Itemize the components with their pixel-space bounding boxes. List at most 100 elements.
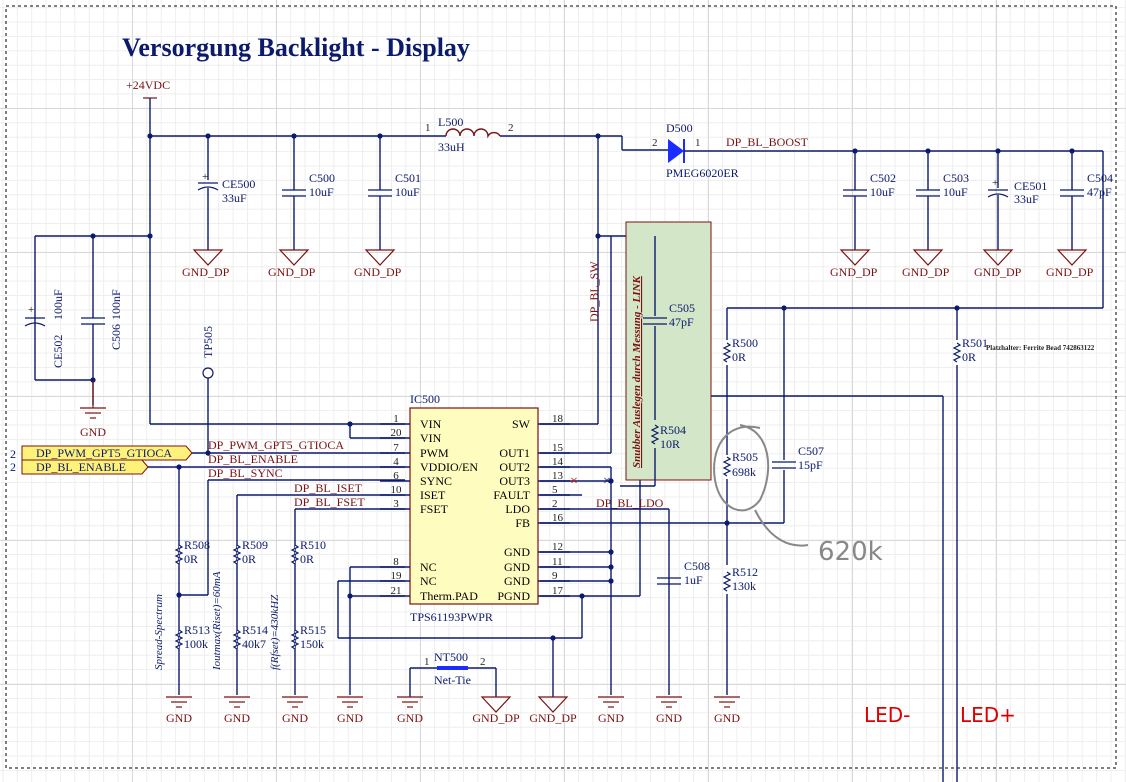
- svg-text:5: 5: [552, 484, 558, 496]
- resistor-r504[interactable]: R504 10R: [650, 423, 686, 451]
- svg-text:Platzhalter: Ferrite Bead 7428: Platzhalter: Ferrite Bead 742863122: [986, 344, 1095, 352]
- net-label-sync: DP_BL_SYNC: [208, 466, 283, 480]
- resistor-r514[interactable]: R514 40k7 Ioutmax(Riset)=60mA: [211, 571, 268, 671]
- gnd-symbol: GND: [656, 696, 682, 725]
- svg-text:C507: C507: [798, 444, 824, 458]
- port-pwm[interactable]: 2 DP_PWM_GPT5_GTIOCA: [10, 445, 193, 461]
- sheet-title: Versorgung Backlight - Display: [122, 33, 470, 62]
- svg-text:C506: C506: [109, 324, 123, 350]
- gnd-dp-symbol: GND_DP: [902, 249, 950, 279]
- svg-text:33uF: 33uF: [222, 191, 247, 205]
- capacitor-ce502[interactable]: + CE502 100uF: [24, 289, 65, 368]
- capacitor-c507[interactable]: C507 15pF: [772, 444, 824, 472]
- svg-text:GND: GND: [224, 711, 250, 725]
- resistor-r510[interactable]: R510 0R: [290, 538, 326, 566]
- svg-text:GND: GND: [598, 711, 624, 725]
- resistor-r509[interactable]: R509 0R: [232, 538, 268, 566]
- svg-text:GND_DP: GND_DP: [830, 265, 878, 279]
- capacitor-c504[interactable]: C504 47pF: [1060, 151, 1113, 250]
- svg-text:PWM: PWM: [420, 446, 449, 460]
- svg-text:17: 17: [552, 585, 564, 597]
- svg-text:R514: R514: [242, 623, 268, 637]
- svg-text:Snubber Auslegen durch Messung: Snubber Auslegen durch Messung - LINK: [631, 276, 643, 468]
- svg-text:15pF: 15pF: [798, 458, 823, 472]
- resistor-r515[interactable]: R515 150k f(Rfset)=430kHZ: [269, 594, 326, 670]
- resistor-r508[interactable]: R508 0R: [174, 538, 210, 566]
- capacitor-c506[interactable]: C506 100nF: [81, 236, 123, 405]
- svg-text:100uF: 100uF: [51, 289, 65, 320]
- gnd-symbol: GND: [80, 380, 106, 439]
- svg-text:NT500: NT500: [434, 650, 468, 664]
- svg-text:21: 21: [391, 585, 402, 597]
- svg-text:DP_BL_ENABLE: DP_BL_ENABLE: [36, 460, 126, 474]
- svg-text:GND_DP: GND_DP: [1046, 265, 1094, 279]
- gnd-dp-symbol: GND_DP: [354, 249, 402, 279]
- svg-text:10uF: 10uF: [943, 185, 968, 199]
- gnd-symbol: GND: [598, 696, 624, 725]
- svg-text:R510: R510: [300, 538, 326, 552]
- svg-text:10uF: 10uF: [309, 185, 334, 199]
- svg-text:13: 13: [552, 470, 564, 482]
- svg-text:0R: 0R: [962, 350, 976, 364]
- svg-text:0R: 0R: [184, 552, 198, 566]
- ic-tps61193[interactable]: IC500 TPS61193PWPR: [409, 392, 539, 624]
- svg-text:C503: C503: [943, 171, 969, 185]
- svg-text:1: 1: [424, 656, 430, 668]
- handwritten-led-plus: LED+: [960, 703, 1016, 727]
- svg-text:×: ×: [603, 474, 611, 489]
- gnd-dp-symbol: GND_DP: [1046, 249, 1094, 279]
- svg-text:C505: C505: [669, 301, 695, 315]
- svg-text:1: 1: [695, 137, 701, 149]
- svg-text:Therm.PAD: Therm.PAD: [420, 589, 478, 603]
- net-tie-nt500[interactable]: 1 2 NT500 Net-Tie: [409, 650, 497, 697]
- svg-text:PGND: PGND: [497, 589, 530, 603]
- resistor-r512[interactable]: R512 130k: [722, 565, 758, 593]
- test-point-tp505[interactable]: TP505: [201, 326, 215, 452]
- gnd-dp-symbol: GND_DP: [268, 249, 316, 279]
- capacitor-ce500[interactable]: + CE500 33uF: [197, 136, 255, 250]
- diode-d500[interactable]: 2 1 D500 PMEG6020ER: [598, 121, 1103, 180]
- net-label-ldo: DP_BL_LDO: [596, 496, 664, 510]
- capacitor-c508[interactable]: C508 1uF: [657, 559, 710, 587]
- svg-text:7: 7: [393, 442, 399, 454]
- resistor-r513[interactable]: R513 100k Spread-Spectrum: [153, 594, 210, 670]
- svg-text:10uF: 10uF: [395, 185, 420, 199]
- svg-text:R505: R505: [732, 450, 758, 464]
- svg-text:DP_PWM_GPT5_GTIOCA: DP_PWM_GPT5_GTIOCA: [36, 446, 172, 460]
- gnd-symbol: GND: [224, 696, 250, 725]
- capacitor-c503[interactable]: C503 10uF: [916, 151, 969, 250]
- capacitor-c500[interactable]: C500 10uF: [282, 136, 335, 250]
- svg-text:C508: C508: [684, 559, 710, 573]
- capacitor-c502[interactable]: C502 10uF: [843, 151, 896, 250]
- svg-text:10R: 10R: [660, 437, 680, 451]
- resistor-r505[interactable]: R505 698k: [722, 450, 758, 479]
- net-label-pwm: DP_PWM_GPT5_GTIOCA: [208, 438, 344, 452]
- svg-text:GND: GND: [80, 425, 106, 439]
- svg-text:1uF: 1uF: [684, 573, 703, 587]
- resistor-r501[interactable]: R501 0R Platzhalter: Ferrite Bead 742863…: [952, 336, 1095, 364]
- capacitor-c501[interactable]: C501 10uF: [368, 136, 421, 250]
- svg-text:GND: GND: [504, 545, 530, 559]
- svg-text:2: 2: [480, 656, 486, 668]
- svg-text:GND_DP: GND_DP: [974, 265, 1022, 279]
- svg-text:OUT2: OUT2: [499, 460, 530, 474]
- svg-text:0R: 0R: [300, 552, 314, 566]
- vin-power-port: +24VDC: [126, 78, 170, 136]
- svg-text:20: 20: [391, 427, 403, 439]
- port-enable[interactable]: 2 DP_BL_ENABLE: [10, 459, 149, 475]
- svg-text:GND_DP: GND_DP: [529, 711, 577, 725]
- svg-text:GND_DP: GND_DP: [268, 265, 316, 279]
- capacitor-c505[interactable]: C505 47pF: [643, 301, 695, 329]
- svg-text:12: 12: [552, 541, 563, 553]
- inductor-l500[interactable]: 1 2 L500 33uH: [415, 115, 598, 154]
- handwritten-arrow: [754, 509, 809, 547]
- capacitor-ce501[interactable]: + CE501 33uF: [987, 151, 1047, 250]
- gnd-dp-symbol: GND_DP: [974, 249, 1022, 279]
- svg-text:PMEG6020ER: PMEG6020ER: [666, 166, 739, 180]
- resistor-r500[interactable]: R500 0R: [722, 336, 758, 364]
- svg-text:3: 3: [393, 498, 399, 510]
